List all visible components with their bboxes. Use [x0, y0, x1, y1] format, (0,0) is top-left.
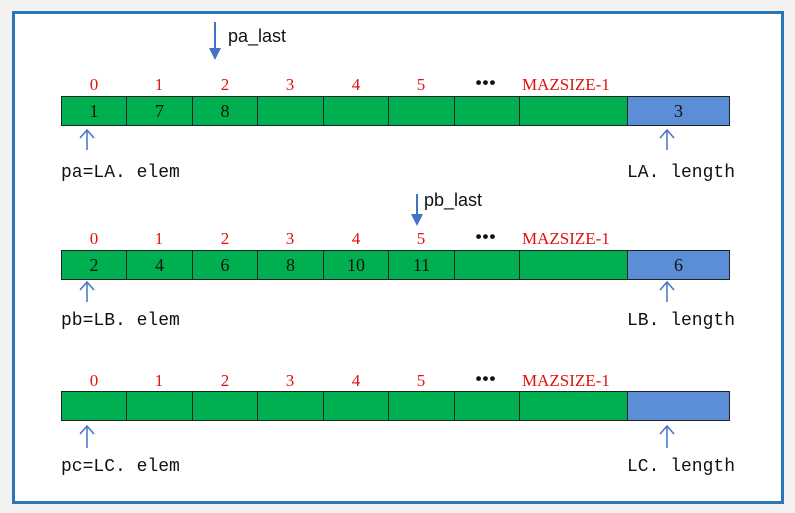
- lb-length-label: LB. length: [627, 311, 736, 331]
- lb-cell-5: 11: [389, 251, 455, 279]
- lb-index-5: 5: [416, 229, 426, 248]
- la-elem-arrow-icon: [79, 128, 95, 150]
- lb-index-ellipsis: •••: [475, 227, 497, 246]
- lc-elem-arrow-icon: [79, 424, 95, 448]
- la-length-arrow-icon: [659, 128, 675, 150]
- la-cell-5: [389, 97, 455, 125]
- lc-length-label: LC. length: [627, 457, 736, 477]
- lc-index-4: 4: [351, 371, 361, 390]
- lb-length-arrow-icon: [659, 280, 675, 302]
- lb-elem-label: pb=LB. elem: [61, 311, 180, 331]
- lb-index-1: 1: [154, 229, 164, 248]
- pb-last-arrow-icon: [411, 194, 423, 226]
- lc-length-arrow-icon: [659, 424, 675, 448]
- la-cell-6: [455, 97, 520, 125]
- lb-cell-3: 8: [258, 251, 324, 279]
- lc-cell-7: [520, 392, 628, 420]
- lc-cell-0: [62, 392, 127, 420]
- la-cell-1: 7: [127, 97, 193, 125]
- la-length-cell: 3: [628, 97, 729, 125]
- la-cell-2: 8: [193, 97, 258, 125]
- pb-last-label: pb_last: [424, 190, 483, 210]
- lb-index-4: 4: [351, 229, 361, 248]
- lc-length-cell: [628, 392, 729, 420]
- la-index-3: 3: [285, 75, 295, 94]
- lc-cell-4: [324, 392, 389, 420]
- lc-index-2: 2: [220, 371, 230, 390]
- la-index-2: 2: [220, 75, 230, 94]
- la-array: 1 7 8 3: [61, 96, 730, 126]
- la-cell-4: [324, 97, 389, 125]
- lb-index-2: 2: [220, 229, 230, 248]
- lb-index-3: 3: [285, 229, 295, 248]
- lc-elem-label: pc=LC. elem: [61, 457, 180, 477]
- lb-cell-2: 6: [193, 251, 258, 279]
- la-index-1: 1: [154, 75, 164, 94]
- lc-cell-1: [127, 392, 193, 420]
- lb-cell-4: 10: [324, 251, 389, 279]
- lc-cell-2: [193, 392, 258, 420]
- la-cell-3: [258, 97, 324, 125]
- lb-index-0: 0: [89, 229, 99, 248]
- lc-cell-5: [389, 392, 455, 420]
- lb-cell-7: [520, 251, 628, 279]
- la-index-0: 0: [89, 75, 99, 94]
- lc-cell-6: [455, 392, 520, 420]
- la-index-max: MAZSIZE-1: [522, 75, 610, 94]
- lc-index-ellipsis: •••: [475, 369, 497, 388]
- lc-index-1: 1: [154, 371, 164, 390]
- la-cell-7: [520, 97, 628, 125]
- lb-cell-0: 2: [62, 251, 127, 279]
- diagram-frame: pa_last 0 1 2 3 4 5 ••• MAZSIZE-1 1 7 8 …: [12, 11, 784, 504]
- lc-cell-3: [258, 392, 324, 420]
- lb-cell-6: [455, 251, 520, 279]
- pa-last-label: pa_last: [228, 26, 287, 46]
- la-cell-0: 1: [62, 97, 127, 125]
- lc-index-0: 0: [89, 371, 99, 390]
- pa-last-arrow-icon: [209, 22, 221, 60]
- lb-index-max: MAZSIZE-1: [522, 229, 610, 248]
- lc-array: [61, 391, 730, 421]
- lb-length-cell: 6: [628, 251, 729, 279]
- lc-index-3: 3: [285, 371, 295, 390]
- lb-cell-1: 4: [127, 251, 193, 279]
- lc-index-max: MAZSIZE-1: [522, 371, 610, 390]
- la-index-ellipsis: •••: [475, 73, 497, 92]
- lb-array: 2 4 6 8 10 11 6: [61, 250, 730, 280]
- la-length-label: LA. length: [627, 163, 736, 183]
- lb-elem-arrow-icon: [79, 280, 95, 302]
- lc-index-5: 5: [416, 371, 426, 390]
- la-index-5: 5: [416, 75, 426, 94]
- la-index-4: 4: [351, 75, 361, 94]
- la-elem-label: pa=LA. elem: [61, 163, 180, 183]
